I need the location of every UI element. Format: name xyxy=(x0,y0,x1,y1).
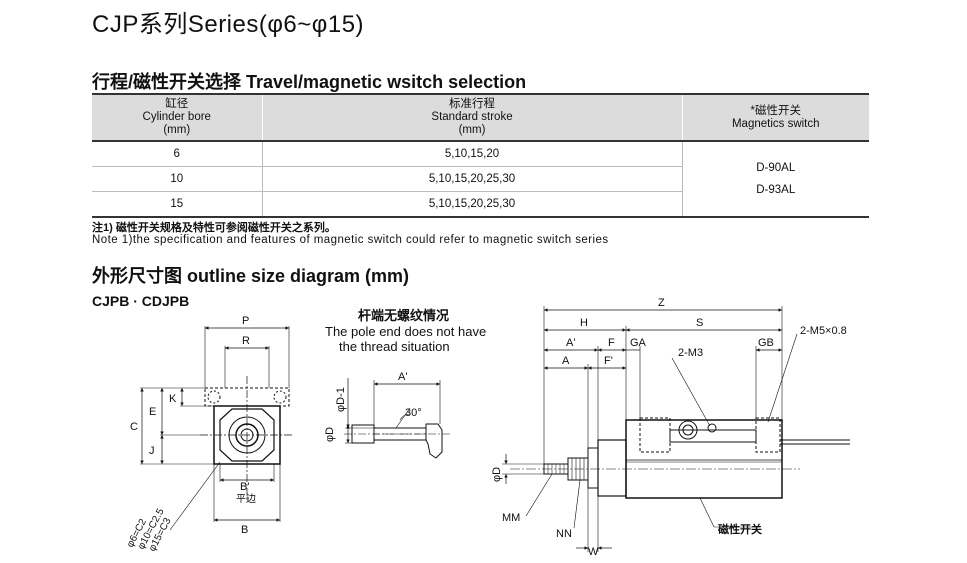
cell-stroke: 5,10,15,20,25,30 xyxy=(262,166,683,192)
selection-table: 缸径 Cylinder bore (mm) 标准行程 Standard stro… xyxy=(92,93,869,218)
dim-p: P xyxy=(242,315,249,327)
header-stroke-cn: 标准行程 xyxy=(449,98,495,110)
dim-gb: GB xyxy=(758,337,774,349)
dim-mm: MM xyxy=(502,512,520,524)
note-english: Note 1)the specification and features of… xyxy=(92,234,609,246)
rod-title-en-1: The pole end does not have xyxy=(325,324,486,339)
side-view xyxy=(502,306,850,552)
rod-dim-d1: φD-1 xyxy=(335,387,347,412)
header-bore-en: Cylinder bore xyxy=(142,111,211,123)
dim-k: K xyxy=(169,393,177,405)
rod-title-en-2: the thread situation xyxy=(339,339,450,354)
rod-angle: 30° xyxy=(405,407,422,419)
cell-switch-models: D-90AL D-93AL xyxy=(682,141,869,218)
dim-a: A xyxy=(562,355,570,367)
dim-w: W xyxy=(588,546,599,558)
dim-z: Z xyxy=(658,297,665,309)
dim-h: H xyxy=(580,317,588,329)
dim-f: F xyxy=(608,337,615,349)
dim-b-prime: B' xyxy=(240,481,249,493)
cell-bore: 6 xyxy=(92,141,263,167)
rod-end-labels: 杆端无螺纹情况 The pole end does not have the t… xyxy=(324,308,486,442)
thread-m3-label: 2-M3 xyxy=(678,347,703,359)
header-stroke-en: Standard stroke xyxy=(431,111,513,123)
header-standard-stroke: 标准行程 Standard stroke (mm) xyxy=(261,94,682,141)
magnetic-switch-label: 磁性开关 xyxy=(718,522,762,536)
cell-stroke: 5,10,15,20 xyxy=(262,141,683,167)
table-row: 6 5,10,15,20 D-90AL D-93AL xyxy=(92,141,869,218)
header-magnetic-switch: *磁性开关 Magnetics switch xyxy=(681,94,869,141)
cell-bore: 15 xyxy=(92,191,263,218)
dim-b: B xyxy=(241,524,248,536)
switch-model: D-93AL xyxy=(756,184,796,196)
thread-m5-label: 2-M5×0.8 xyxy=(800,325,847,337)
dim-nn: NN xyxy=(556,528,572,540)
rod-dim-d: φD xyxy=(324,427,336,442)
cell-bore: 10 xyxy=(92,166,263,192)
rod-title-cn: 杆端无螺纹情况 xyxy=(358,308,449,323)
dim-s: S xyxy=(696,317,703,329)
table-header-row: 缸径 Cylinder bore (mm) 标准行程 Standard stro… xyxy=(92,94,869,141)
note-chinese: 注1) 磁性开关规格及特性可参阅磁性开关之系列。 xyxy=(92,222,336,234)
page-title: CJP系列Series(φ6~φ15) xyxy=(92,11,365,38)
dim-f-prime: F' xyxy=(604,355,613,367)
dim-e: E xyxy=(149,406,156,418)
side-dim-d: φD xyxy=(491,467,503,482)
rod-end-view xyxy=(344,378,450,459)
model-label: CJPB · CDJPB xyxy=(92,293,190,309)
side-view-labels: Z H S A' F GA A F' 2-M3 GB 2-M5×0.8 φD M… xyxy=(491,297,847,558)
dim-j: J xyxy=(149,445,155,457)
dim-a-prime: A' xyxy=(566,337,575,349)
header-cylinder-bore: 缸径 Cylinder bore (mm) xyxy=(92,94,262,141)
switch-model: D-90AL xyxy=(756,162,796,174)
dim-ga: GA xyxy=(630,337,647,349)
cell-stroke: 5,10,15,20,25,30 xyxy=(262,191,683,218)
dim-r: R xyxy=(242,335,250,347)
dim-c: C xyxy=(130,421,138,433)
header-switch-cn: *磁性开关 xyxy=(750,104,801,117)
header-bore-unit: (mm) xyxy=(163,124,191,136)
table-row: 10 5,10,15,20,25,30 xyxy=(92,166,869,192)
table-row: 15 5,10,15,20,25,30 xyxy=(92,191,869,218)
outline-heading: 外形尺寸图 outline size diagram (mm) xyxy=(92,266,410,286)
selection-heading: 行程/磁性开关选择 Travel/magnetic wsitch selecti… xyxy=(92,72,527,92)
header-switch-en: Magnetics switch xyxy=(731,117,820,130)
flat-label: 平边 xyxy=(236,493,256,505)
header-stroke-unit: (mm) xyxy=(458,124,486,136)
rod-dim-a-prime: A' xyxy=(398,371,407,383)
front-view xyxy=(140,326,294,531)
header-bore-cn: 缸径 xyxy=(165,98,189,110)
